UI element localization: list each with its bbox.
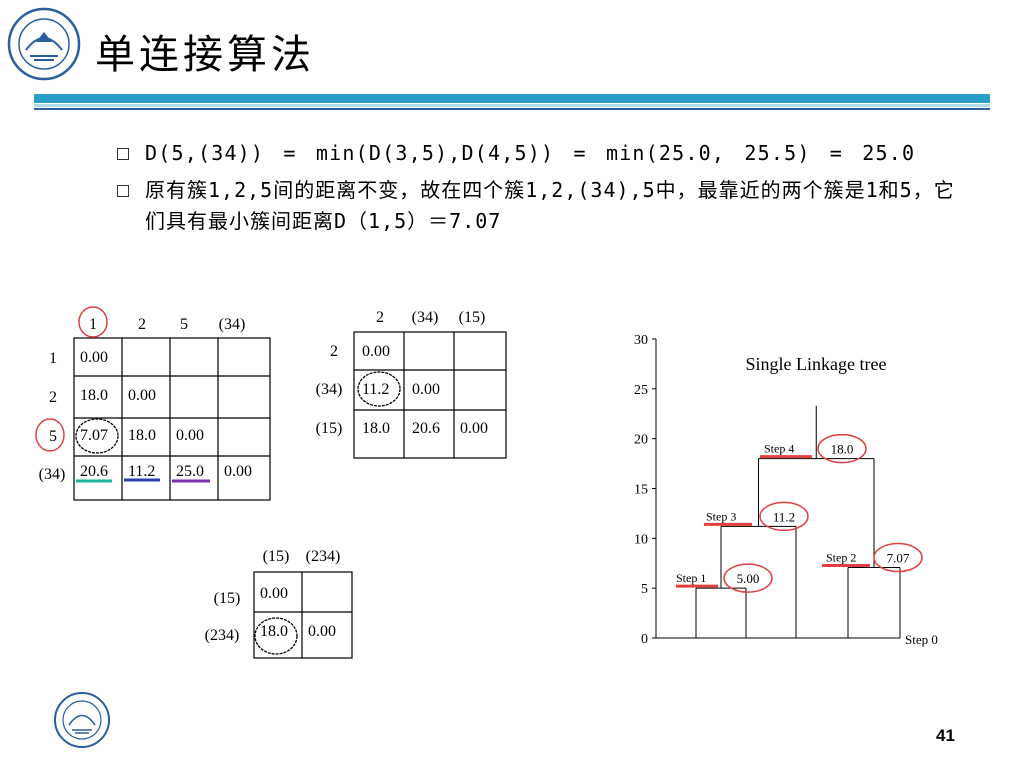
y-tick-label: 15 <box>634 483 648 498</box>
merge-height-label: 18.0 <box>831 442 854 457</box>
col-header: 1 <box>89 316 97 333</box>
matrix-cell: 11.2 <box>362 381 389 398</box>
header-bar-dark <box>34 108 990 110</box>
matrix-cell: 0.00 <box>128 387 156 404</box>
university-seal-logo-footer <box>52 690 112 750</box>
matrix-cell: 18.0 <box>128 427 156 444</box>
col-header: (15) <box>263 548 290 565</box>
square-bullet-icon <box>117 185 129 197</box>
row-header: 2 <box>49 389 57 406</box>
row-header: 5 <box>49 428 57 445</box>
min-distance-circle <box>357 371 401 407</box>
matrix-cell: 20.6 <box>412 420 440 437</box>
matrix-cell: 18.0 <box>260 623 288 640</box>
step-label: Step 3 <box>706 509 736 523</box>
matrix-cell: 11.2 <box>128 463 155 480</box>
bullet-text: D(5,(34)) = min(D(3,5),D(4,5)) = min(25.… <box>145 141 916 165</box>
y-tick-label: 10 <box>634 532 648 547</box>
distance-matrix-3: (15) (234) (15) (234) 0.00 18.0 0.00 <box>205 548 353 659</box>
bullet-text: 原有簇1,2,5间的距离不变，故在四个簇1,2,(34),5中，最靠近的两个簇是… <box>145 178 955 233</box>
y-tick-label: 5 <box>641 582 648 597</box>
min-distance-circle <box>75 418 119 454</box>
matrix-cell: 0.00 <box>412 381 440 398</box>
col-header: (234) <box>306 548 341 565</box>
height-highlight-circle <box>759 501 809 532</box>
merge-height-label: 11.2 <box>773 509 795 524</box>
chart-title: Single Linkage tree <box>746 354 887 374</box>
matrix-cell: 0.00 <box>308 623 336 640</box>
col-header: 2 <box>138 316 146 333</box>
row-header: (234) <box>205 627 240 644</box>
matrix-cell: 18.0 <box>80 387 108 404</box>
baseline-label: Step 0 <box>905 632 938 647</box>
col-header: 2 <box>376 309 384 326</box>
page-number: 41 <box>936 726 955 745</box>
col-header: 5 <box>180 316 188 333</box>
y-tick-label: 30 <box>634 333 648 348</box>
row-header: 2 <box>330 343 338 360</box>
bullet-item: D(5,(34)) = min(D(3,5),D(4,5)) = min(25.… <box>115 138 975 169</box>
bullet-list: D(5,(34)) = min(D(3,5),D(4,5)) = min(25.… <box>115 138 975 243</box>
row-header: (34) <box>39 466 66 483</box>
row-header: (15) <box>316 420 343 437</box>
university-seal-logo <box>6 6 82 82</box>
row-header: 1 <box>49 350 57 367</box>
highlight-circle <box>78 306 108 338</box>
step-label: Step 1 <box>676 571 706 585</box>
col-header: (34) <box>219 316 246 333</box>
merge-height-label: 7.07 <box>887 551 910 566</box>
y-tick-label: 20 <box>634 433 648 448</box>
min-distance-circle <box>254 617 298 655</box>
distance-matrix-2: 2 (34) (15) 2 (34) (15) 0.00 11.2 0.00 1… <box>316 309 507 459</box>
slide-title: 单连接算法 <box>95 32 315 78</box>
matrix-cell: 0.00 <box>460 420 488 437</box>
highlight-circle <box>35 418 65 452</box>
matrix-cell: 20.6 <box>80 463 108 480</box>
step-label: Step 2 <box>826 551 856 565</box>
col-header: (15) <box>459 309 486 326</box>
matrix-cell: 18.0 <box>362 420 390 437</box>
height-highlight-circle <box>873 542 923 573</box>
height-highlight-circle <box>723 563 773 593</box>
height-highlight-circle <box>817 433 867 464</box>
matrix-cell: 0.00 <box>176 427 204 444</box>
step-label: Step 4 <box>764 442 794 456</box>
header-bar-light <box>34 104 990 107</box>
merge-height-label: 5.00 <box>737 571 760 586</box>
matrix-cell: 0.00 <box>80 349 108 366</box>
col-header: (34) <box>412 309 439 326</box>
row-header: (15) <box>214 590 241 607</box>
row-header: (34) <box>316 381 343 398</box>
square-bullet-icon <box>117 148 129 160</box>
distance-matrix-1: 1 2 5 (34) 1 2 5 (34) 0.00 18.0 0.00 7.0… <box>35 306 271 501</box>
y-tick-label: 25 <box>634 383 648 398</box>
bullet-item: 原有簇1,2,5间的距离不变，故在四个簇1,2,(34),5中，最靠近的两个簇是… <box>115 175 975 237</box>
matrix-cell: 25.0 <box>176 463 204 480</box>
matrix-cell: 0.00 <box>362 343 390 360</box>
y-tick-label: 0 <box>641 632 648 647</box>
matrix-cell: 7.07 <box>80 427 108 444</box>
header-bar <box>34 94 990 103</box>
matrix-cell: 0.00 <box>260 585 288 602</box>
matrix-cell: 0.00 <box>224 463 252 480</box>
